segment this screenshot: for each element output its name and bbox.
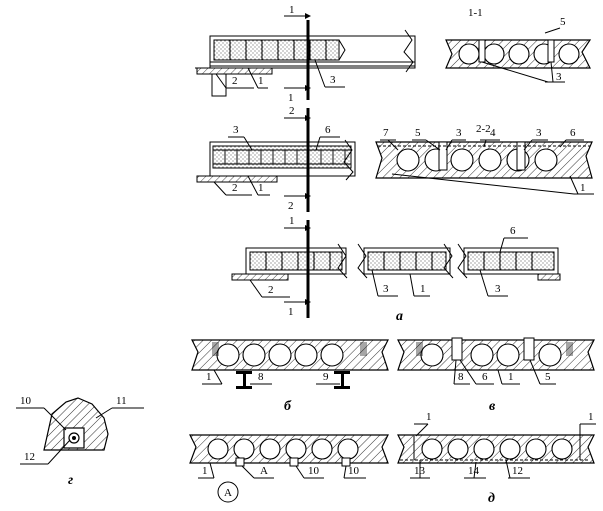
svg-text:10: 10 (348, 465, 360, 477)
svg-text:2: 2 (268, 284, 274, 296)
svg-text:3: 3 (456, 127, 462, 139)
svg-text:14: 14 (468, 465, 480, 477)
svg-text:10: 10 (20, 395, 32, 407)
caption-b: б (284, 399, 292, 414)
svg-text:3: 3 (556, 71, 562, 83)
svg-text:1: 1 (426, 411, 432, 423)
caption-d: д (488, 491, 495, 506)
svg-text:1: 1 (580, 182, 586, 194)
svg-text:6: 6 (570, 127, 576, 139)
svg-text:3: 3 (536, 127, 542, 139)
svg-text:2: 2 (232, 75, 238, 87)
caption-v: в (489, 399, 496, 414)
svg-text:10: 10 (308, 465, 320, 477)
svg-text:1: 1 (289, 215, 295, 227)
svg-text:9: 9 (323, 371, 329, 383)
svg-text:4: 4 (490, 127, 496, 139)
row1-longitudinal: 1 1 2 1 3 (195, 4, 416, 104)
svg-text:6: 6 (482, 371, 488, 383)
svg-text:3: 3 (495, 283, 501, 295)
section-mark-1-top: 1 (289, 4, 295, 16)
svg-text:2: 2 (289, 105, 295, 117)
svg-text:6: 6 (325, 124, 331, 136)
svg-text:2-2: 2-2 (476, 123, 491, 135)
svg-text:1: 1 (588, 411, 594, 423)
caption-g: г (68, 473, 73, 488)
svg-text:3: 3 (330, 74, 336, 86)
detail-callout-A: A (224, 487, 232, 499)
svg-text:13: 13 (414, 465, 426, 477)
svg-text:2: 2 (232, 182, 238, 194)
svg-text:1: 1 (258, 75, 264, 87)
panel-row5-left: 1 А 10 10 A (189, 434, 389, 503)
svg-text:12: 12 (24, 451, 35, 463)
svg-text:8: 8 (458, 371, 464, 383)
svg-text:3: 3 (233, 124, 239, 136)
svg-text:12: 12 (512, 465, 523, 477)
panel-g-detail: 10 11 12 г (16, 395, 144, 488)
svg-text:1: 1 (508, 371, 514, 383)
svg-text:7: 7 (383, 127, 389, 139)
section-mark-1-bottom: 1 (288, 92, 294, 104)
svg-text:8: 8 (258, 371, 264, 383)
svg-text:11: 11 (116, 395, 127, 407)
svg-text:1: 1 (420, 283, 426, 295)
panel-v: 8 6 1 5 в (397, 337, 595, 414)
svg-text:5: 5 (415, 127, 421, 139)
svg-text:6: 6 (510, 225, 516, 237)
svg-text:1: 1 (258, 182, 264, 194)
caption-a: а (396, 309, 403, 324)
section-1-1-title: 1-1 (468, 7, 483, 19)
svg-text:5: 5 (545, 371, 551, 383)
row3-longitudinal: 1 1 2 3 1 3 6 а (231, 215, 561, 324)
svg-text:1: 1 (202, 465, 208, 477)
svg-text:5: 5 (560, 16, 566, 28)
section-1-1: 1-1 5 3 (445, 7, 592, 83)
row2-longitudinal: 2 2 3 6 2 1 (196, 105, 356, 212)
svg-text:1: 1 (288, 306, 294, 318)
panel-d: 1 1 13 14 12 д (397, 411, 596, 506)
svg-text:3: 3 (383, 283, 389, 295)
svg-text:1: 1 (206, 371, 212, 383)
panel-b: 1 8 9 б (191, 339, 389, 414)
svg-text:2: 2 (288, 200, 294, 212)
svg-text:А: А (260, 465, 268, 477)
section-2-2: 2-2 7 5 3 4 3 6 1 (375, 123, 594, 195)
